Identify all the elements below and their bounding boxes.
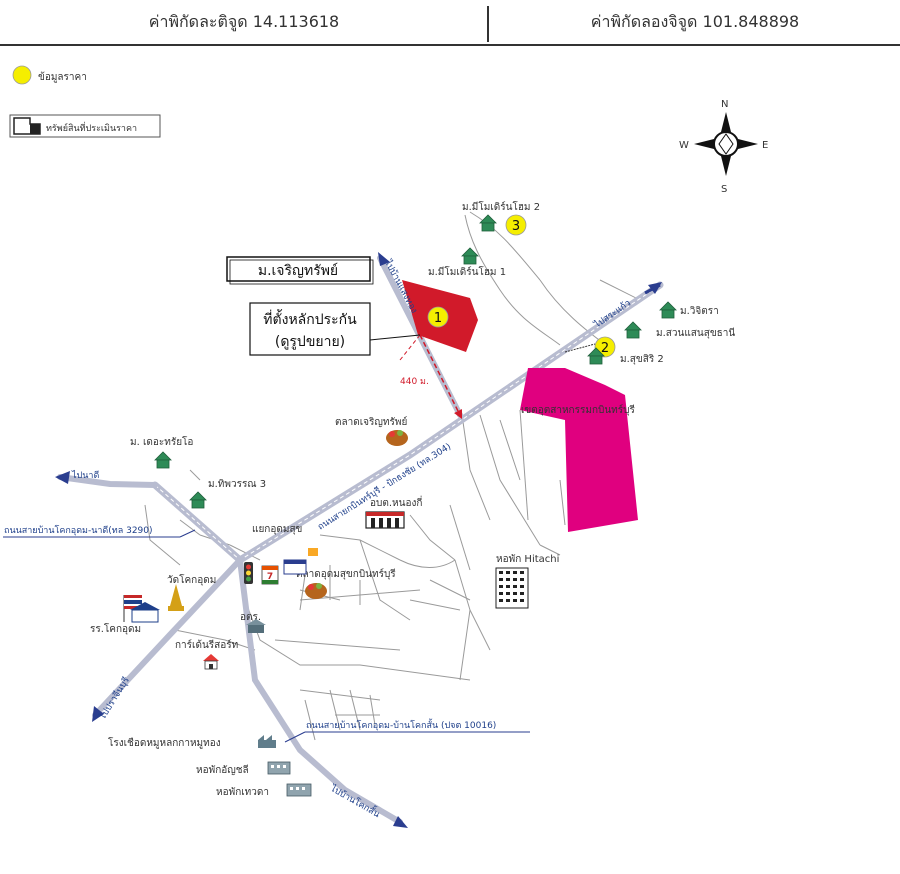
arrow-to-nadi-icon xyxy=(55,471,70,484)
arrow-to-ban-khok-san-icon xyxy=(393,816,408,828)
header-divider xyxy=(487,6,489,42)
house-icon xyxy=(154,451,172,469)
latitude-label: ค่าพิกัดละติจูด 14.113618 xyxy=(148,12,340,31)
dormitory-icon xyxy=(267,761,291,775)
svg-text:2: 2 xyxy=(601,341,609,356)
label-market-udom: ตลาดอุดมสุขกบินทร์บุรี xyxy=(296,568,396,580)
label-modern-home-2: ม.มีโมเดิร์นโฮม 2 xyxy=(462,200,540,213)
label-suan-saen: ม.สวนแสนสุขธานี xyxy=(656,327,735,339)
road-to-nadi-label: ไปนาดี xyxy=(71,470,99,481)
legend-box xyxy=(9,114,161,138)
project-name-shadow xyxy=(229,259,374,285)
svg-text:7: 7 xyxy=(267,572,273,582)
label-intersection: แยกอุดมสุข xyxy=(252,524,302,535)
coordinate-header: ค่าพิกัดละติจูด 14.113618 ค่าพิกัดลองจิจ… xyxy=(0,0,900,46)
project-name-box xyxy=(226,256,371,282)
road-to-nadi xyxy=(57,474,158,488)
label-sao-nong-ki: อบต.หนองกี่ xyxy=(370,495,422,509)
sukkasem-fence-icon xyxy=(564,343,596,353)
traffic-light-icon xyxy=(244,562,253,584)
government-office-icon xyxy=(365,511,405,529)
house-icon xyxy=(659,301,677,319)
compass-s: S xyxy=(721,184,727,195)
road-3290-leader xyxy=(179,529,196,538)
label-market-charoen: ตลาดเจริญทรัพย์ xyxy=(335,416,407,428)
road-to-prachinburi-label: ไปปราจีนบุรี xyxy=(97,675,132,722)
arrow-to-ban-lang-icon xyxy=(378,252,390,266)
label-modern-home-1: ม.มีโมเดิร์นโฮม 1 xyxy=(428,265,506,278)
label-wat-khok-udom: วัดโคกอุดม xyxy=(167,573,216,586)
arrow-to-sa-kaeo-icon xyxy=(648,282,662,294)
legend-price-data: ข้อมูลราคา xyxy=(38,71,87,83)
label-or-tor-sor: อตร. xyxy=(240,612,261,623)
small-building-icon xyxy=(246,619,266,633)
shop-icon xyxy=(283,548,318,575)
market-icon xyxy=(386,430,408,446)
road-10016-leader xyxy=(284,731,306,743)
industrial-zone xyxy=(520,368,638,532)
road-to-sa-kaeo-label: ไปสระแก้ว xyxy=(592,298,633,332)
arrow-to-prachinburi-icon xyxy=(92,706,104,722)
legend-property-fill xyxy=(30,124,40,134)
compass-w: W xyxy=(679,140,689,151)
temple-icon xyxy=(168,584,184,611)
legend-appraised-property: ทรัพย์สินที่ประเมินราคา xyxy=(46,121,137,134)
market-icon xyxy=(305,583,327,599)
factory-icon xyxy=(258,735,276,748)
house-icon xyxy=(479,214,497,232)
compass-rose-icon xyxy=(694,112,758,176)
collateral-box xyxy=(249,302,371,356)
school-flag-icon xyxy=(123,595,160,623)
road-to-prachinburi xyxy=(92,557,243,718)
home-icon xyxy=(203,654,219,670)
label-garden-home: การ์เด้นรีสอร์ท xyxy=(175,639,238,651)
collateral-title: ที่ตั้งหลักประกัน xyxy=(263,309,357,328)
industrial-zone-label: เขตอุตสาหกรรมกบินทร์บุรี xyxy=(521,404,635,416)
svg-text:3: 3 xyxy=(512,219,520,234)
dormitory-icon xyxy=(286,783,312,797)
label-sukkasem: ม.สุขสิริ 2 xyxy=(620,354,664,365)
label-wichitra: ม.วิจิตรา xyxy=(680,306,719,317)
label-dorm-anchali: หอพักอัญชลี xyxy=(196,764,249,776)
house-icon xyxy=(624,321,642,339)
house-icon xyxy=(587,347,605,365)
distance-label: 440 ม. xyxy=(400,377,429,387)
label-hitachi-dorm: หอพัก Hitachi xyxy=(496,554,559,565)
marker-3[interactable]: 3 xyxy=(505,214,527,236)
longitude-label: ค่าพิกัดลองจิจูด 101.848898 xyxy=(590,12,800,31)
marker-1[interactable]: 1 xyxy=(427,306,449,328)
convenience-store-icon: 7 xyxy=(261,565,279,585)
high-rise-icon xyxy=(495,567,529,609)
collateral-leader xyxy=(369,334,421,341)
road-10016-label: ถนนสายบ้านโคกอุดม-บ้านโคกสั้น (ปจต 10016… xyxy=(306,718,496,731)
label-pig-factory: โรงเชือดหมูหลกกาหมูทอง xyxy=(108,736,221,749)
house-icon xyxy=(461,247,479,265)
road-3290-label: ถนนสายบ้านโคกอุดม-นาดี(ทล 3290) xyxy=(4,525,153,536)
label-thipphawan: ม.ทิพวรรณ 3 xyxy=(208,479,266,490)
location-map: 440 ม. เขตอุตสาหกรรมกบินทร์บุรี ถนนสายกบ… xyxy=(3,65,768,828)
road-to-ban-khok-san-label: ไปบ้านโคกสั้น xyxy=(328,781,383,820)
compass-n: N xyxy=(721,99,728,110)
svg-text:1: 1 xyxy=(434,311,442,326)
house-icon xyxy=(189,491,207,509)
distance-leader xyxy=(399,334,421,361)
label-school: รร.โคกอุดม xyxy=(90,622,141,635)
compass-e: E xyxy=(762,140,768,151)
road-to-ban-khok-san xyxy=(237,557,403,825)
label-dorm-thewada: หอพักเทวดา xyxy=(216,787,269,798)
distance-line xyxy=(419,334,463,420)
collateral-subtitle: (ดูรูปขยาย) xyxy=(275,334,345,350)
label-chaeruthai: ม. เดอะทรัยโอ xyxy=(130,435,193,448)
project-name: ม.เจริญทรัพย์ xyxy=(258,262,338,279)
legend-marker-icon xyxy=(12,65,32,85)
